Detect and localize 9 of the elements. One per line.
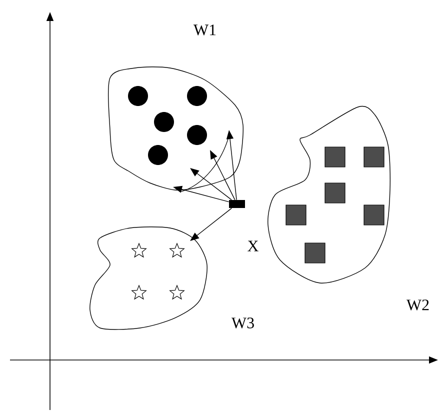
cluster-region: W2 [268, 106, 429, 310]
point-label: X [248, 240, 258, 252]
query-point [229, 200, 245, 208]
cluster-region: W1 [108, 24, 244, 190]
node-label: W1 [193, 24, 216, 36]
node-label: W2 [406, 300, 429, 310]
node-label: W3 [231, 318, 254, 328]
arrow [190, 168, 232, 200]
arrow [190, 208, 232, 241]
